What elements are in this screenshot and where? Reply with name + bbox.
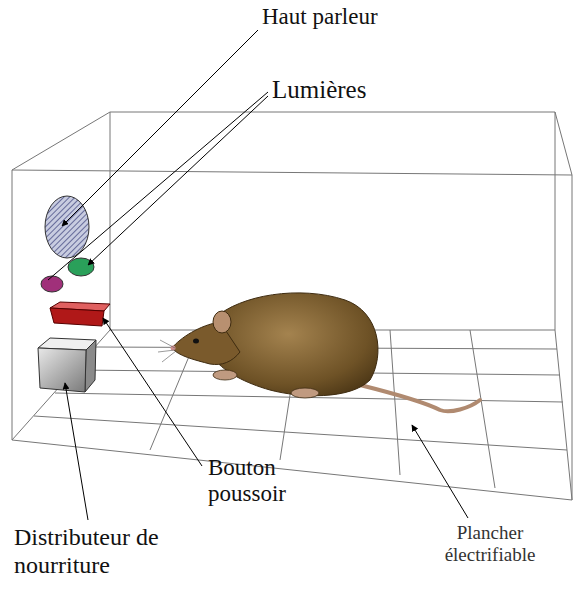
- box-frame: [12, 112, 572, 500]
- food-dispenser: [38, 338, 96, 392]
- part-label: Distributeur de nourriture: [14, 524, 214, 579]
- rat: [158, 293, 480, 411]
- part-label: Plancher électrifiable: [410, 522, 570, 566]
- leader-lines: [48, 30, 468, 520]
- push-button: [50, 302, 110, 326]
- light-green: [68, 258, 94, 276]
- part-label: Bouton poussoir: [208, 455, 338, 508]
- part-label: Lumières: [272, 76, 472, 105]
- part-label: Haut parleur: [262, 4, 462, 30]
- light-purple: [41, 276, 63, 292]
